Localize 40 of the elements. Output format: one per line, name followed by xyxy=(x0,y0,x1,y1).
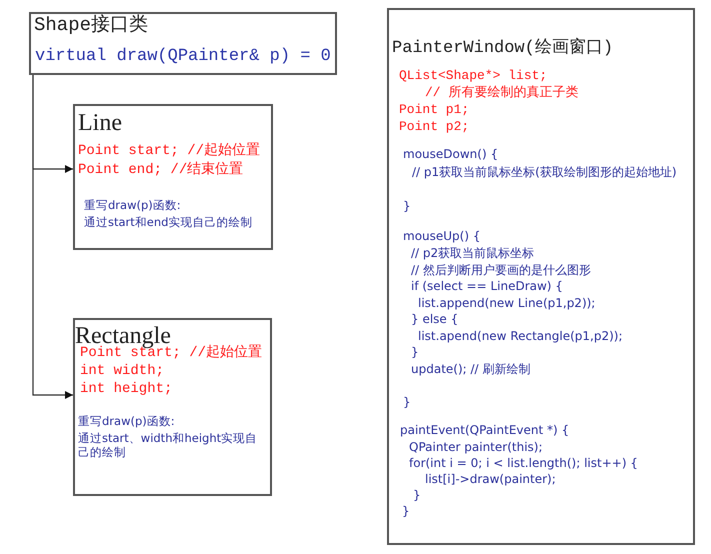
code-line: } else { xyxy=(411,312,458,327)
code-line: } xyxy=(403,199,411,214)
description-text: 通过start和end实现自己的绘制 xyxy=(84,215,252,230)
member-declaration: int width; xyxy=(80,363,164,380)
member-declaration: QList<Shape*> list; xyxy=(399,68,548,84)
code-line: } xyxy=(413,488,421,503)
code-line: for(int i = 0; i < list.length(); list++) { xyxy=(409,456,638,471)
member-declaration: // 所有要绘制的真正子类 xyxy=(425,85,578,102)
code-line: mouseUp() { xyxy=(403,229,480,244)
code-line: update(); // 刷新绘制 xyxy=(411,362,530,377)
class-name: Shape接口类 xyxy=(34,14,148,38)
class-box xyxy=(73,104,273,250)
member-declaration: Point end; //结束位置 xyxy=(78,162,244,180)
code-line: } xyxy=(411,345,419,360)
member-declaration: Point start; //起始位置 xyxy=(78,143,260,160)
member-declaration: Point p2; xyxy=(399,119,470,136)
code-line: // p2获取当前鼠标坐标 xyxy=(411,246,534,261)
method-signature: virtual draw(QPainter& p) = 0 xyxy=(35,46,331,68)
class-name: Line xyxy=(78,109,122,138)
code-line: list.append(new Line(p1,p2)); xyxy=(418,296,596,311)
code-line: QPainter painter(this); xyxy=(409,440,543,455)
code-line: mouseDown() { xyxy=(403,147,498,162)
member-declaration: Point p1; xyxy=(399,102,470,118)
description-text: 重写draw(p)函数: xyxy=(78,414,175,428)
code-line: paintEvent(QPaintEvent *) { xyxy=(400,423,570,438)
code-line: list.apend(new Rectangle(p1,p2)); xyxy=(418,329,622,344)
description-text: 重写draw(p)函数: xyxy=(84,198,181,212)
member-declaration: int height; xyxy=(80,381,172,398)
class-box xyxy=(73,318,272,496)
interface-class-box xyxy=(29,12,337,75)
class-name: PainterWindow(绘画窗口) xyxy=(392,38,614,60)
code-line: } xyxy=(403,395,411,410)
connector-arrow xyxy=(32,75,73,399)
code-line: if (select == LineDraw) { xyxy=(411,279,563,294)
code-line: // p1获取当前鼠标坐标(获取绘制图形的起始地址) xyxy=(412,165,677,180)
code-line: list[i]->draw(painter); xyxy=(425,472,556,487)
description-text: 通过start、width和height实现自己的绘制 xyxy=(78,431,258,460)
code-line: // 然后判断用户要画的是什么图形 xyxy=(411,263,591,278)
code-line: } xyxy=(402,504,410,519)
window-class-box xyxy=(387,8,695,545)
